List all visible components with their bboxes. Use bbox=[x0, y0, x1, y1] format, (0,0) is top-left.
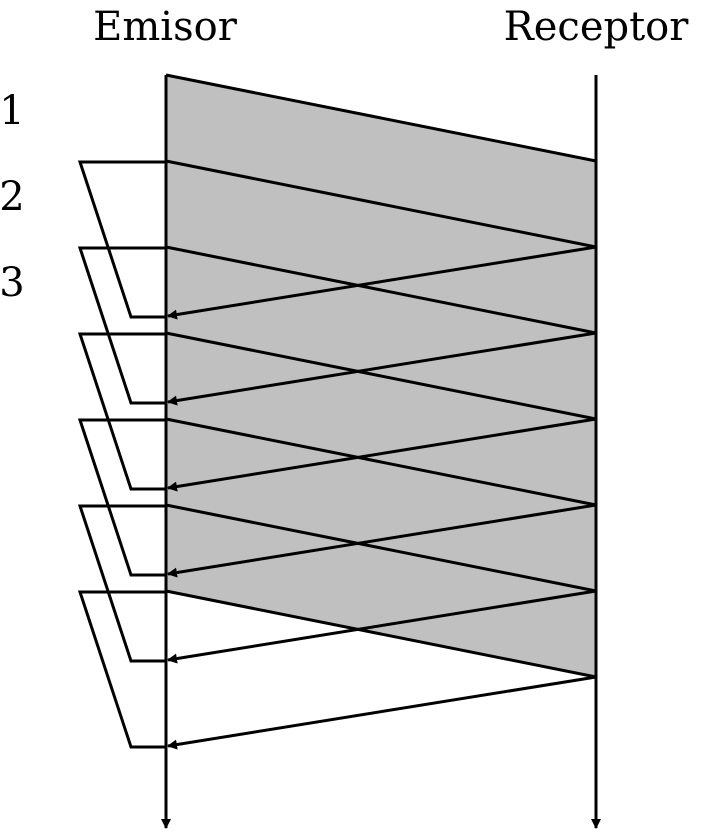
data-packet-line bbox=[165, 331, 597, 421]
timeout-bracket bbox=[77, 160, 166, 319]
ack-arrow bbox=[167, 589, 597, 664]
ack-arrow bbox=[167, 675, 597, 750]
step-label-1: 1 bbox=[0, 88, 25, 134]
ack-arrow bbox=[167, 417, 597, 492]
message-lines bbox=[77, 73, 601, 829]
ack-arrow bbox=[167, 503, 597, 578]
receiver-label: Receptor bbox=[504, 4, 690, 50]
ack-arrow bbox=[167, 331, 597, 406]
step-label-3: 3 bbox=[0, 260, 25, 306]
data-packet-line bbox=[165, 159, 597, 249]
timeout-bracket bbox=[77, 246, 166, 405]
timeout-bracket bbox=[77, 418, 166, 577]
timeout-bracket bbox=[77, 590, 166, 749]
data-packet-line bbox=[165, 245, 597, 335]
data-packet-line bbox=[165, 503, 597, 593]
data-packet-line bbox=[165, 417, 597, 507]
sender-label: Emisor bbox=[93, 4, 238, 50]
data-packet-line bbox=[165, 73, 597, 163]
ack-arrow bbox=[167, 245, 597, 320]
timeout-bracket bbox=[77, 504, 166, 663]
data-packet-line bbox=[165, 589, 597, 679]
step-label-2: 2 bbox=[0, 174, 25, 220]
timeout-bracket bbox=[77, 332, 166, 491]
